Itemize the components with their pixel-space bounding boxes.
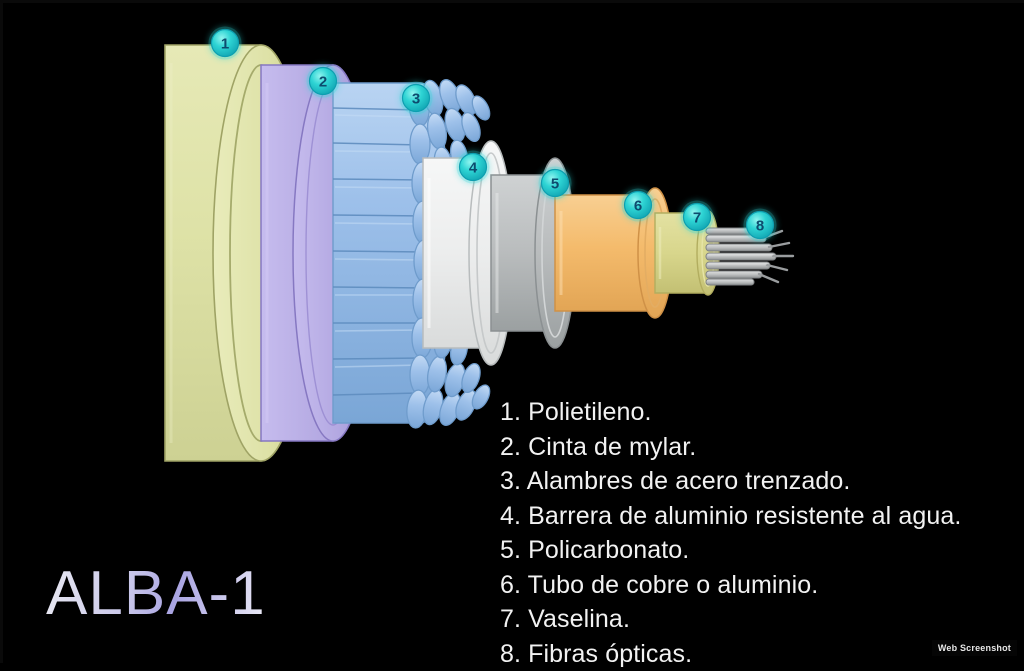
legend-list: 1. Polietileno. 2. Cinta de mylar. 3. Al…	[500, 395, 1020, 671]
legend-item-7: 7. Vaselina.	[500, 602, 1020, 637]
callout-badge-7[interactable]: 7	[681, 201, 714, 234]
badge-number: 3	[412, 91, 420, 108]
callout-badge-5[interactable]: 5	[539, 167, 572, 200]
callout-badge-3[interactable]: 3	[400, 82, 433, 115]
badge-number: 5	[551, 176, 559, 193]
badge-number: 7	[693, 210, 701, 227]
legend-item-3: 3. Alambres de acero trenzado.	[500, 464, 1020, 499]
callout-badge-8[interactable]: 8	[744, 209, 777, 242]
badge-number: 1	[221, 36, 229, 53]
badge-number: 2	[319, 74, 327, 91]
legend-item-4: 4. Barrera de aluminio resistente al agu…	[500, 499, 1020, 534]
watermark: Web Screenshot	[932, 640, 1017, 656]
callout-badge-2[interactable]: 2	[307, 65, 340, 98]
callout-badge-1[interactable]: 1	[209, 27, 242, 60]
legend-item-2: 2. Cinta de mylar.	[500, 430, 1020, 465]
callout-badge-4[interactable]: 4	[457, 151, 490, 184]
legend-item-6: 6. Tubo de cobre o aluminio.	[500, 568, 1020, 603]
badge-number: 4	[469, 160, 478, 177]
legend-item-5: 5. Policarbonato.	[500, 533, 1020, 568]
callout-badge-6[interactable]: 6	[622, 189, 655, 222]
badge-number: 6	[634, 198, 642, 215]
badge-number: 8	[756, 218, 764, 235]
legend-item-1: 1. Polietileno.	[500, 395, 1020, 430]
page-title: ALBA-1	[46, 563, 266, 625]
